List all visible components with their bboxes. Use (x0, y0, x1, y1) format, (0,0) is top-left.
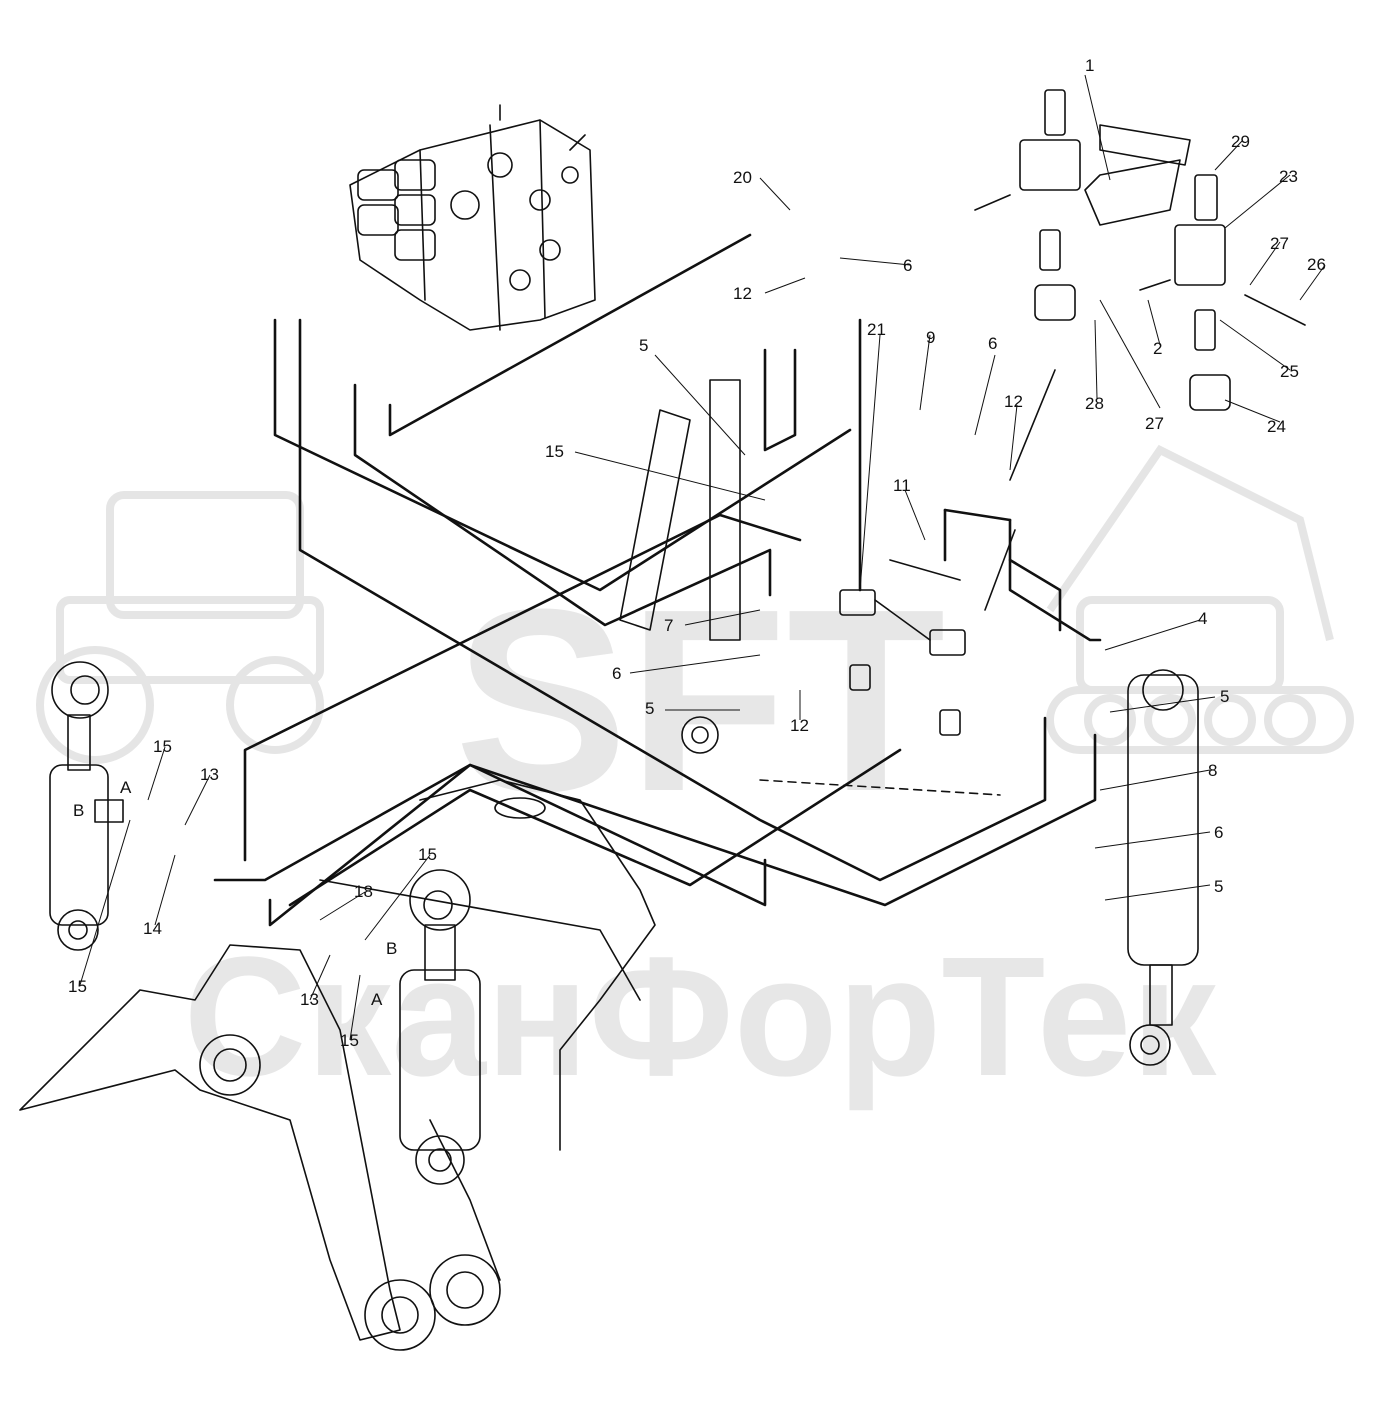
callout-29: 29 (1231, 132, 1250, 151)
callout-8: 8 (1208, 761, 1217, 780)
callout-23: 23 (1279, 167, 1298, 186)
callout-25: 25 (1280, 362, 1299, 381)
callout-12-low: 12 (790, 716, 809, 735)
control-valve-block (349, 104, 596, 331)
left-hydraulic-cylinder (49, 661, 124, 951)
callout-6-mid: 6 (988, 334, 997, 353)
callout-6-left: 6 (612, 664, 621, 683)
port-label-b-center: B (386, 939, 397, 958)
callout-12-mid: 12 (1004, 392, 1023, 411)
callout-5-right-bottom: 5 (1214, 877, 1223, 896)
port-label-a-center: A (371, 990, 383, 1009)
port-label-b-left: B (73, 801, 84, 820)
callout-27-top: 27 (1270, 234, 1289, 253)
callout-1: 1 (1085, 56, 1094, 75)
callouts: 1 2 4 5 5 5 5 6 6 6 6 7 8 9 11 12 12 12 … (68, 56, 1326, 1050)
callout-12-top: 12 (733, 284, 752, 303)
callout-24: 24 (1267, 417, 1286, 436)
fitting-cluster (759, 559, 1001, 796)
watermark-logo: SFT (454, 556, 945, 846)
callout-2: 2 (1153, 339, 1162, 358)
watermark-company-name: СканФорТек (184, 922, 1218, 1112)
arm-cylinder (619, 379, 741, 754)
callout-13-center: 13 (300, 990, 319, 1009)
assembly-arrow (984, 369, 1056, 611)
callout-15-center-bottom: 15 (340, 1031, 359, 1050)
callout-6-right: 6 (1214, 823, 1223, 842)
callout-26: 26 (1307, 255, 1326, 274)
callout-18: 18 (354, 882, 373, 901)
callout-15-mid: 15 (545, 442, 564, 461)
callout-28: 28 (1085, 394, 1104, 413)
callout-4: 4 (1198, 609, 1207, 628)
callout-13-left: 13 (200, 765, 219, 784)
callout-15-center-top: 15 (418, 845, 437, 864)
watermark-excavator-icon (1046, 444, 1354, 754)
callout-6-top: 6 (903, 256, 912, 275)
callout-20: 20 (733, 168, 752, 187)
callout-15-left-bottom: 15 (68, 977, 87, 996)
callout-5-right-top: 5 (1220, 687, 1229, 706)
center-hydraulic-cylinder (399, 869, 481, 1185)
callout-5-valve: 5 (639, 336, 648, 355)
callout-7: 7 (664, 616, 673, 635)
pipe-loop (763, 348, 1062, 632)
callout-11: 11 (893, 476, 911, 495)
callout-27-bottom: 27 (1145, 414, 1164, 433)
callout-21: 21 (867, 320, 886, 339)
watermark-tractor-icon (36, 491, 324, 764)
callout-9: 9 (926, 328, 935, 347)
watermark: SFT СканФорТек (36, 444, 1354, 1112)
right-hydraulic-cylinder (1127, 669, 1199, 1066)
port-label-a-left: A (120, 778, 132, 797)
callout-14: 14 (143, 919, 162, 938)
valve-manifold (974, 89, 1306, 411)
callout-5-left: 5 (645, 699, 654, 718)
hydraulic-hoses (213, 233, 1102, 927)
loader-frame (19, 779, 656, 1351)
callout-15-left-top: 15 (153, 737, 172, 756)
leader-lines (79, 74, 1326, 1041)
